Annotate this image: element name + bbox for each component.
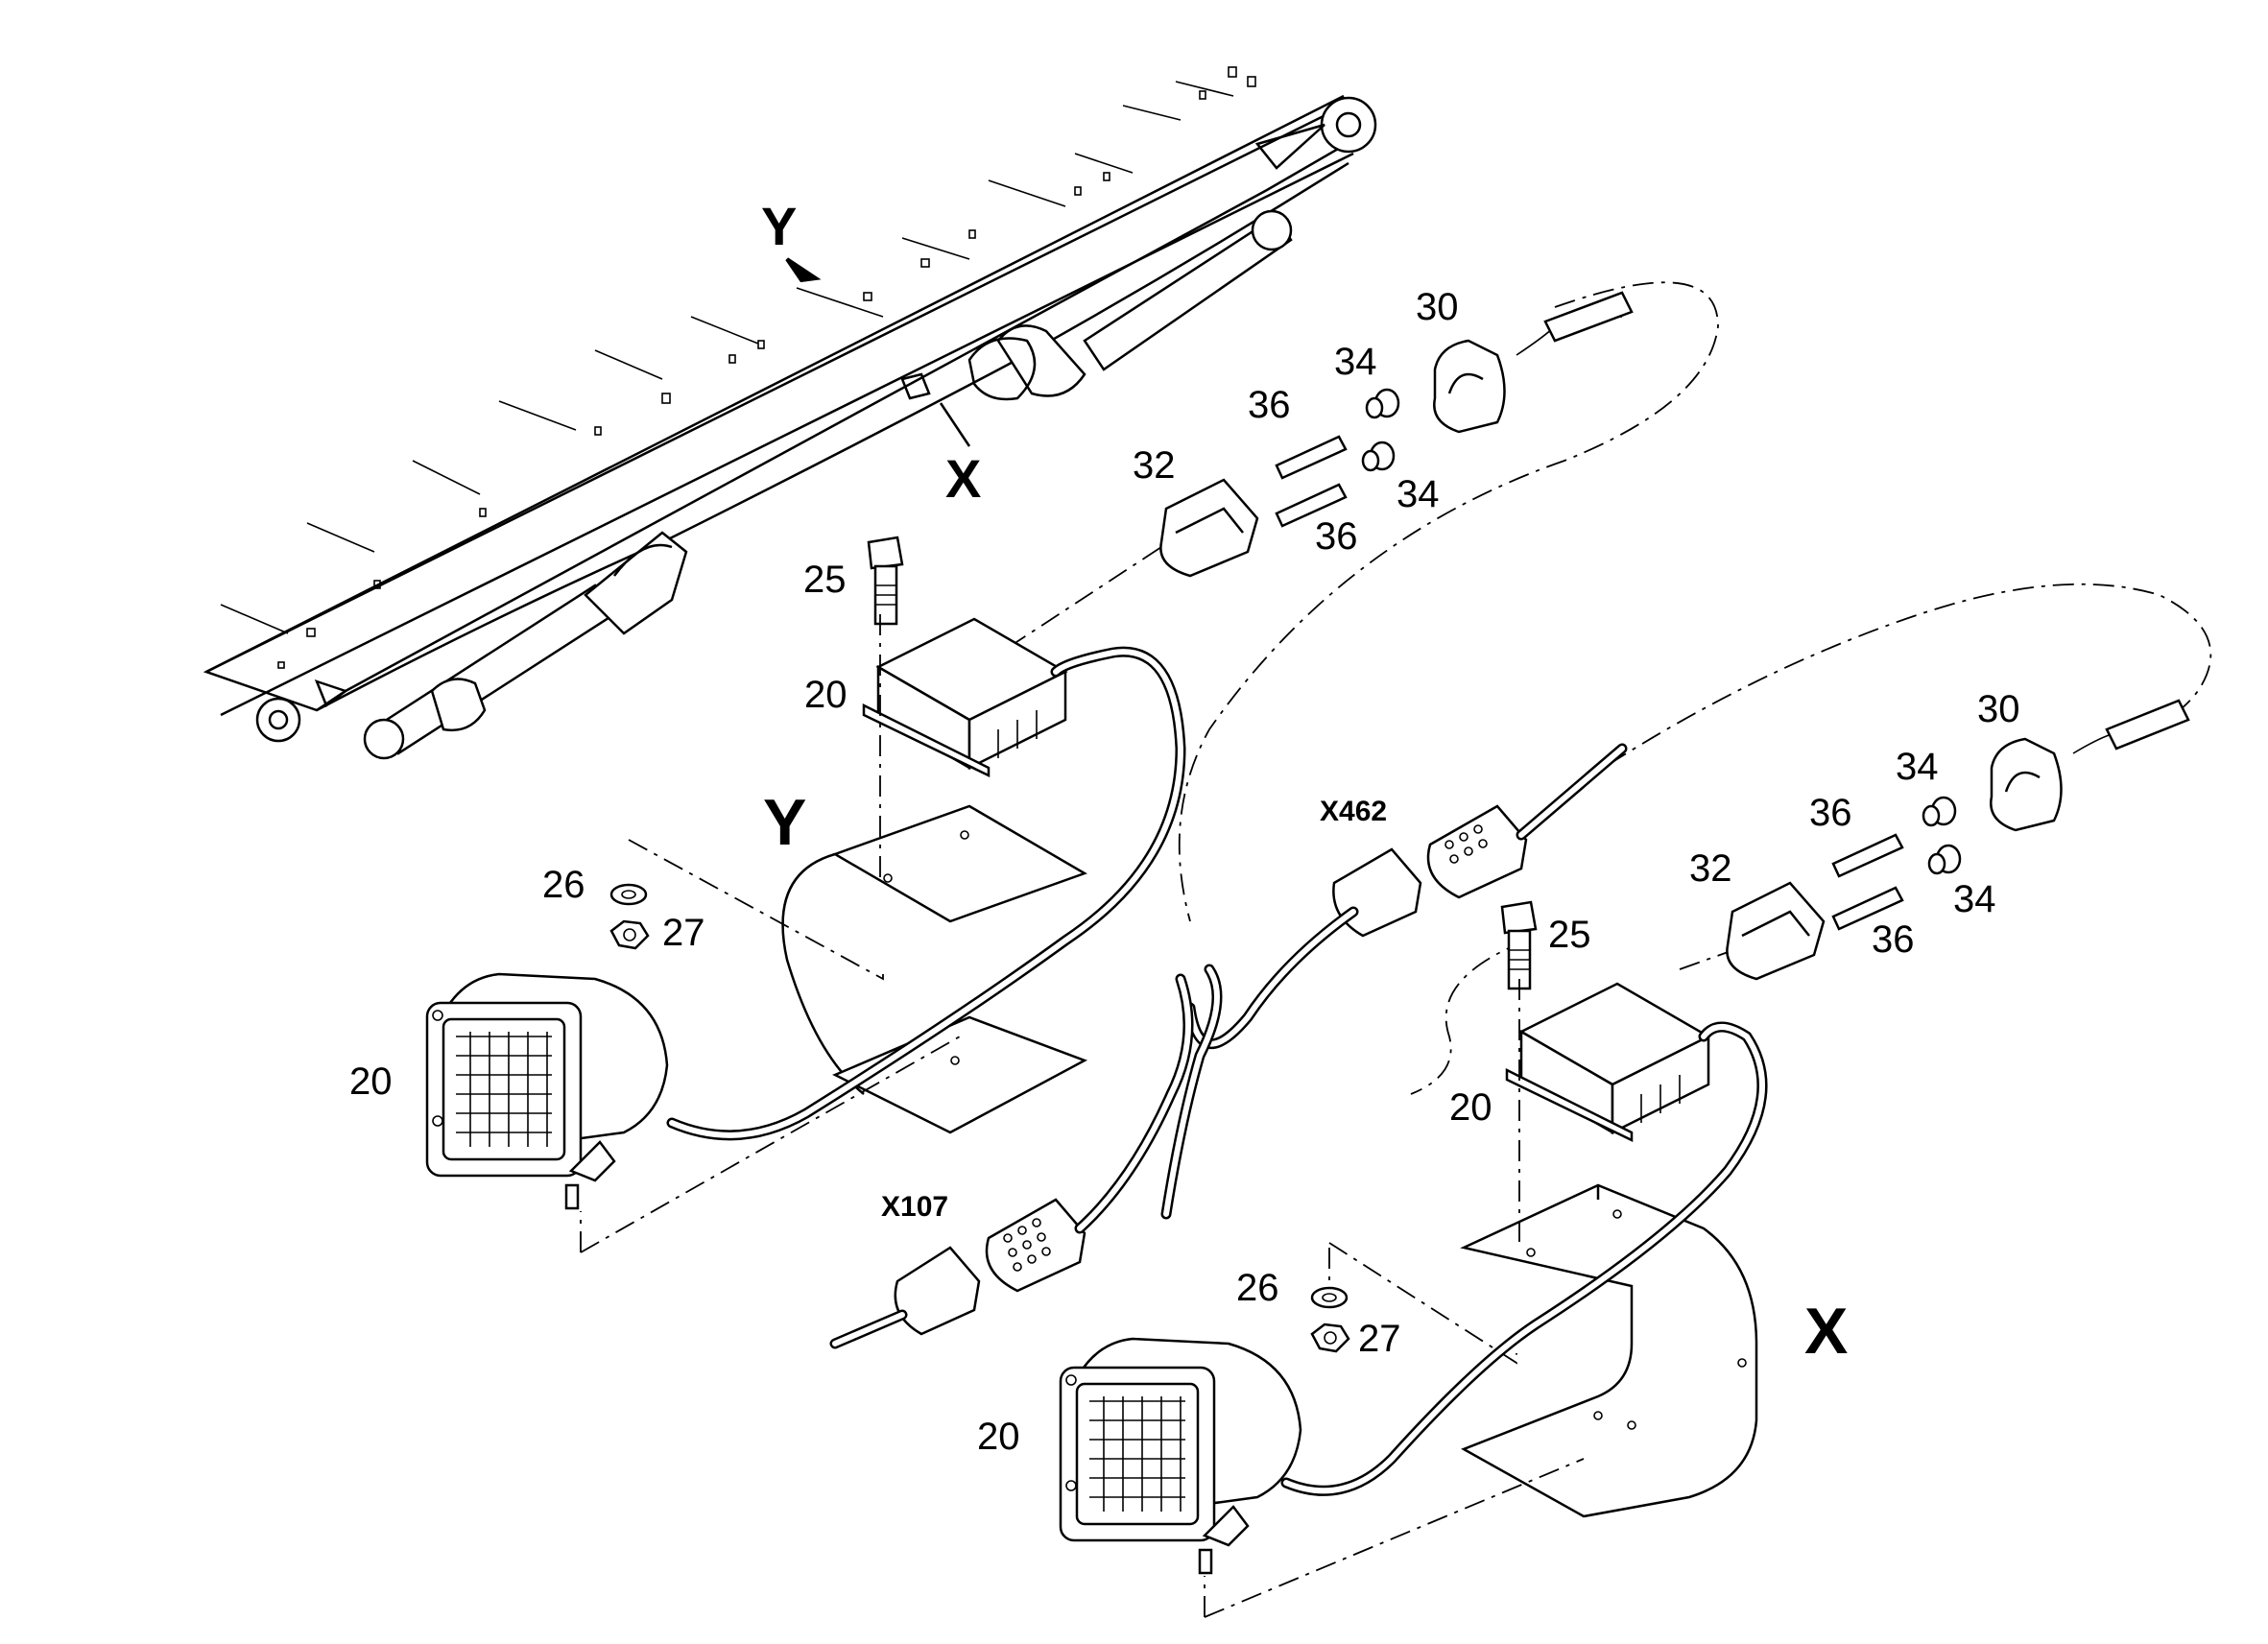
- callout-x-27: 27: [1358, 1318, 1401, 1360]
- connector-x462-label: X462: [1320, 796, 1387, 827]
- callout-y-25: 25: [803, 559, 847, 601]
- callout-y-34a: 34: [1334, 341, 1377, 383]
- callout-y-27: 27: [662, 912, 705, 954]
- work-lamp: [1059, 1337, 1302, 1575]
- work-lamp: [425, 972, 669, 1210]
- group-y: [425, 291, 1634, 1253]
- callout-x-25: 25: [1548, 914, 1591, 956]
- callouts-y: 30 34 34 36 36 32 25 20 26 27 20: [349, 286, 1459, 1103]
- callout-y-26: 26: [542, 864, 585, 906]
- callout-y-36a: 36: [1248, 384, 1291, 426]
- connector-x462: [1184, 743, 1628, 1050]
- terminal-pin: [1831, 833, 1904, 931]
- hydraulic-cylinder-upper: [967, 209, 1293, 401]
- cable-clamp: [1433, 291, 1634, 434]
- relay-box: [1505, 982, 1711, 1142]
- mounting-bracket: [1460, 1183, 1758, 1518]
- bolt: [867, 536, 904, 626]
- callout-x-36b: 36: [1872, 918, 1915, 961]
- view-x-pointer-label: X: [945, 448, 981, 509]
- seal-plug: [1922, 796, 1962, 875]
- callout-y-20b: 20: [349, 1060, 393, 1103]
- terminal-pin: [1275, 435, 1348, 528]
- assembly-guides-x: [1204, 979, 1585, 1618]
- relay-box: [862, 617, 1068, 777]
- seal-plug: [1361, 388, 1400, 472]
- callout-y-30: 30: [1416, 286, 1459, 328]
- callout-x-20b: 20: [977, 1416, 1020, 1458]
- view-y-arrow-label: Y: [761, 196, 797, 256]
- callout-y-36b: 36: [1315, 515, 1358, 558]
- view-y-label: Y: [763, 786, 806, 859]
- callout-x-26: 26: [1236, 1267, 1279, 1309]
- callout-x-20a: 20: [1449, 1086, 1492, 1129]
- assembly-guides-y: [580, 614, 961, 1253]
- boom-assembly: [203, 66, 1377, 760]
- nut: [1310, 1322, 1350, 1353]
- group-x: [1059, 699, 2190, 1618]
- harness-trace-lines: [1007, 281, 2212, 1095]
- callout-y-34b: 34: [1397, 473, 1440, 515]
- connector-x107-label: X107: [881, 1191, 948, 1223]
- washer: [1310, 1286, 1349, 1309]
- callout-x-32: 32: [1689, 847, 1732, 890]
- cable-clamp: [1990, 699, 2190, 832]
- callout-y-32: 32: [1133, 444, 1176, 487]
- callout-y-20a: 20: [804, 674, 848, 716]
- nut: [609, 919, 650, 950]
- view-y-arrow: [785, 257, 822, 283]
- washer: [609, 883, 648, 906]
- connector-x107: [829, 964, 1223, 1349]
- view-x-label: X: [1804, 1295, 1848, 1368]
- bolt: [1500, 900, 1538, 990]
- callout-x-30: 30: [1977, 688, 2020, 730]
- hydraulic-cylinder-lower: [363, 531, 688, 760]
- plug-connector: [1159, 478, 1259, 578]
- callout-x-34b: 34: [1953, 878, 1996, 920]
- callout-x-36a: 36: [1809, 792, 1852, 834]
- callout-x-34a: 34: [1896, 746, 1939, 788]
- callouts-x: 30 34 34 36 36 32 25 20 26 27 20: [977, 688, 2020, 1458]
- plug-connector: [1726, 881, 1826, 981]
- mounting-bracket: [781, 804, 1088, 1134]
